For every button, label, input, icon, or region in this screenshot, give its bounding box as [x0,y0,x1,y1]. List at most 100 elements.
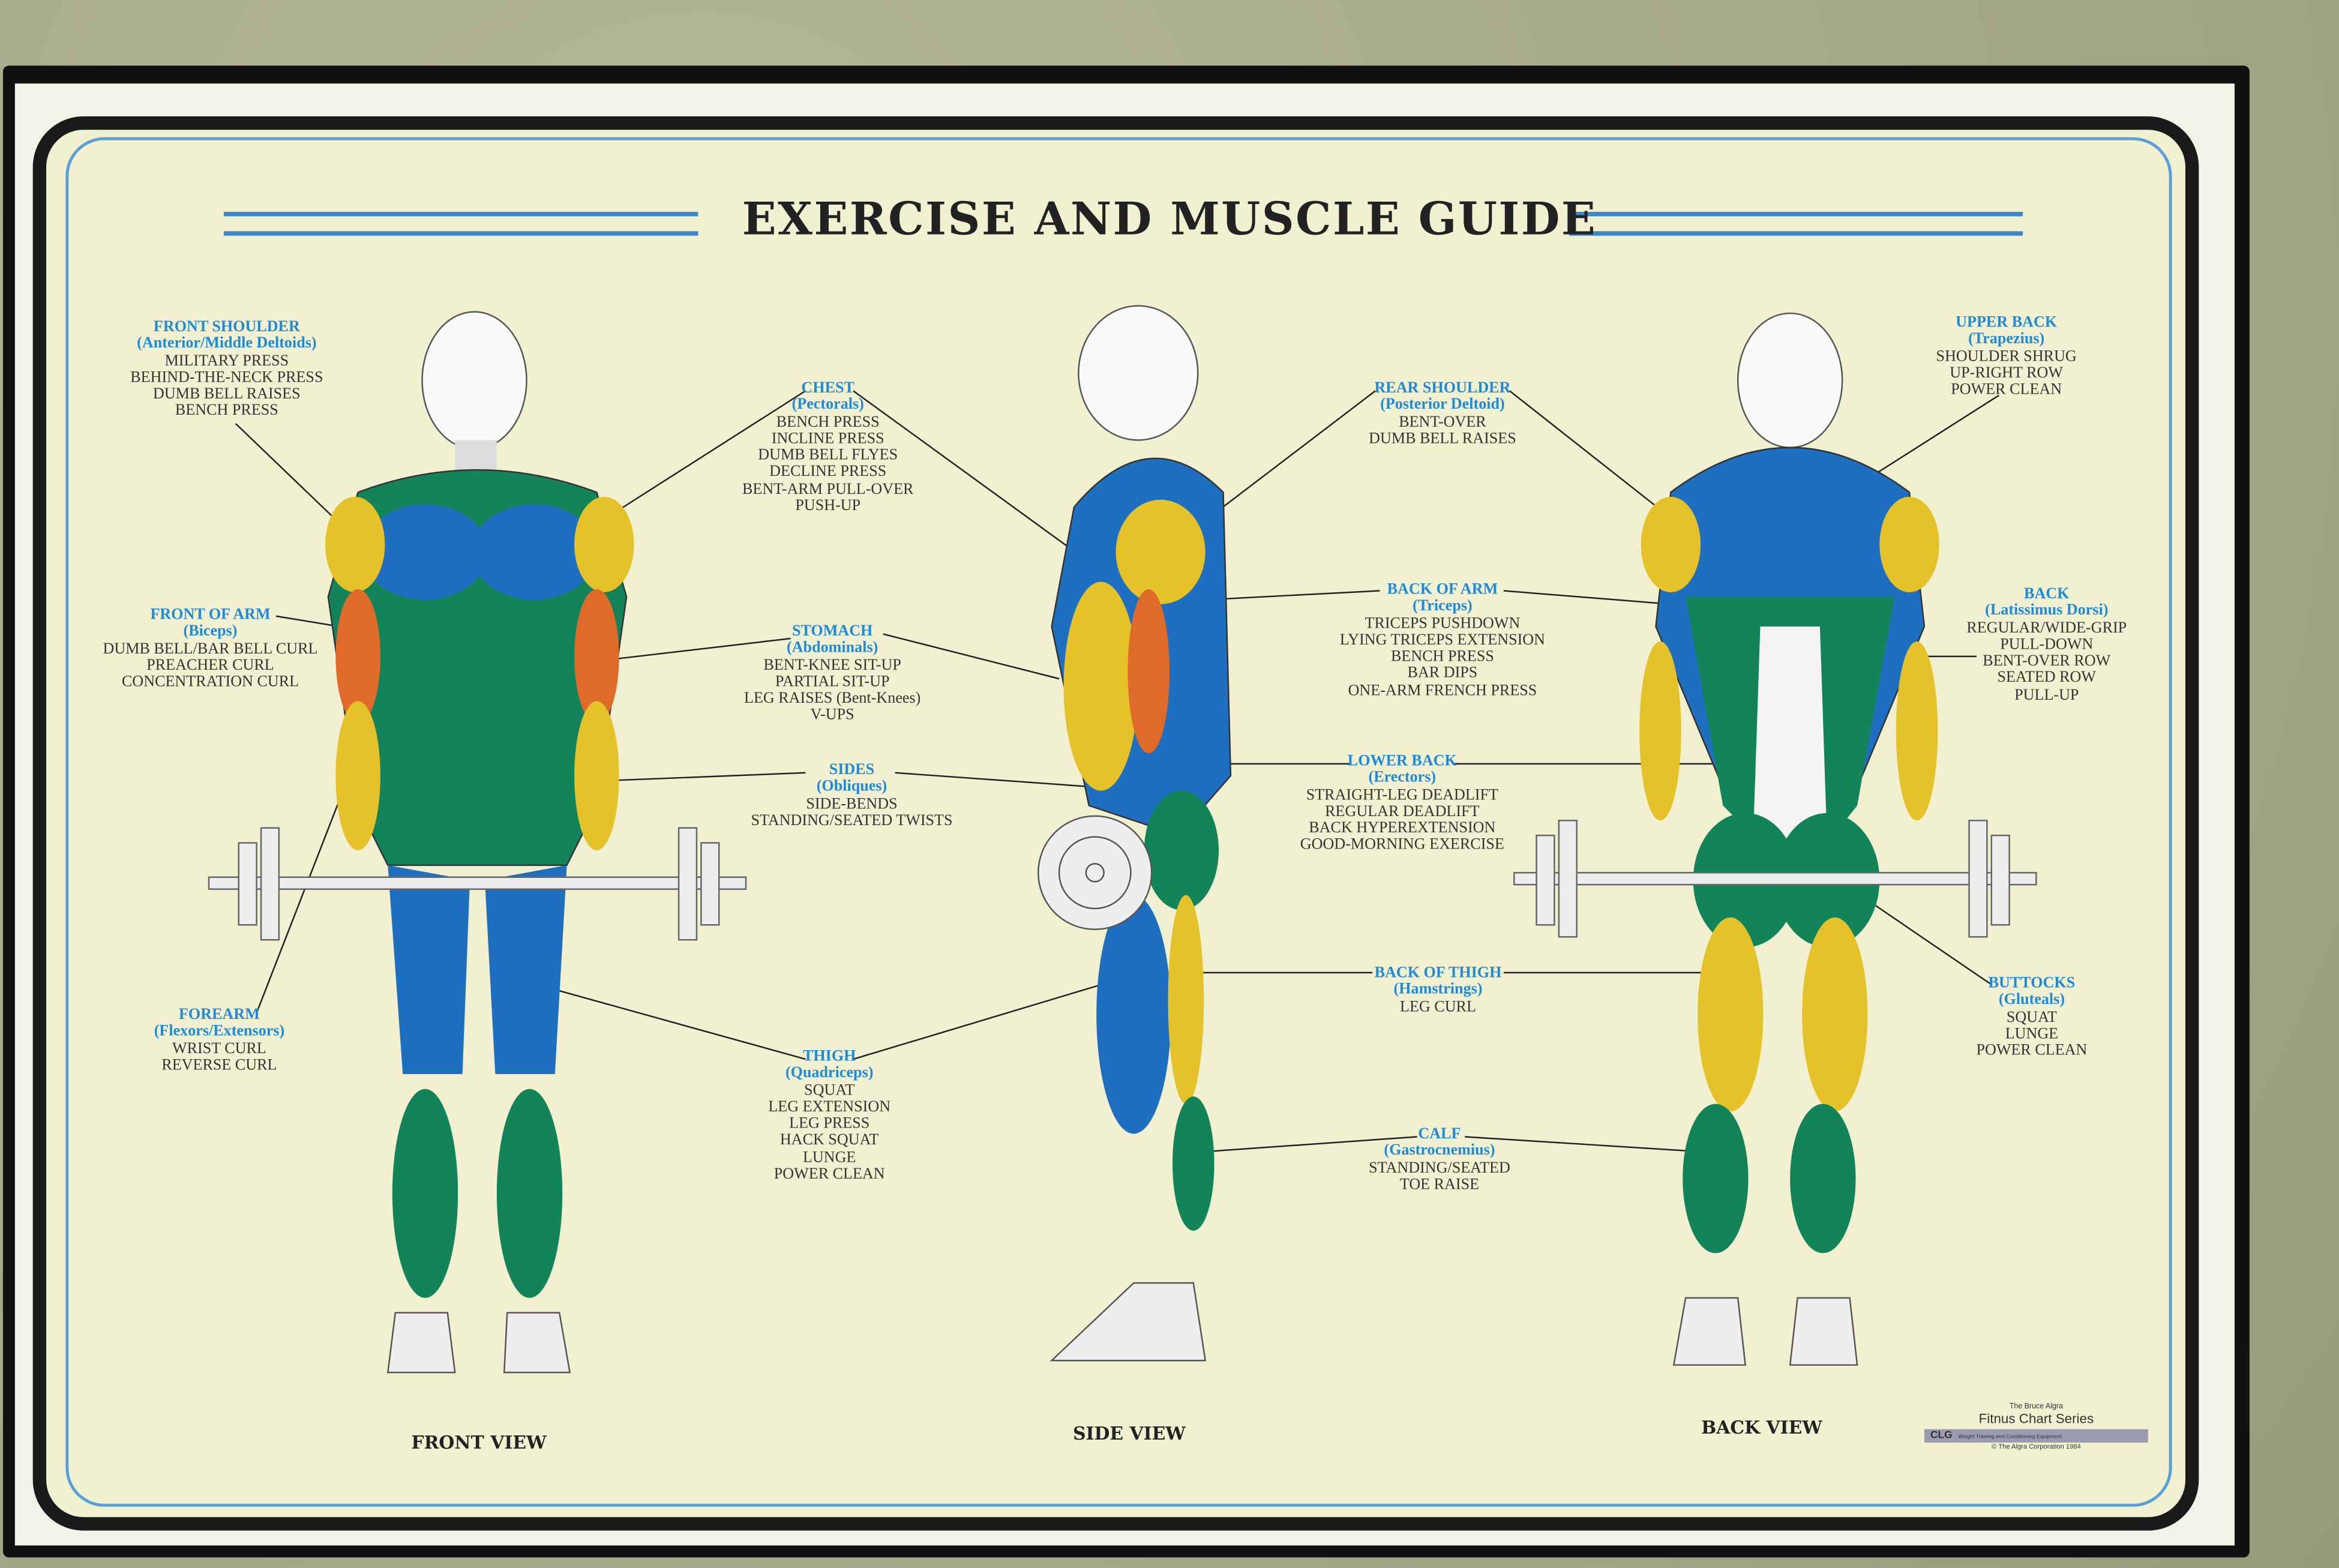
exercise-item: STANDING/SEATED [1369,1160,1510,1177]
muscle-group-name: FOREARM [178,1007,260,1024]
label-back-thigh: BACK OF THIGH(Hamstrings)LEG CURL [1375,965,1502,1015]
exercise-item: SQUAT [804,1082,855,1099]
exercise-item: BENT-KNEE SIT-UP [763,657,901,674]
muscle-group-name: SIDES [829,762,875,779]
exercise-item: SHOULDER SHRUG [1936,348,2077,365]
muscle-group-name: BACK OF THIGH [1374,965,1502,982]
exercise-item: CONCENTRATION CURL [121,674,299,691]
exercise-item: PULL-DOWN [2000,637,2094,653]
title-rule-left [223,212,698,236]
exercise-item: LUNGE [802,1150,856,1167]
muscle-latin-name: (Posterior Deltoid) [1380,397,1505,414]
exercise-item: HACK SQUAT [779,1133,879,1150]
exercise-item: LYING TRICEPS EXTENSION [1339,632,1545,649]
exercise-item: DUMB BELL FLYES [758,448,898,464]
muscle-group-name: THIGH [802,1048,856,1066]
muscle-group-name: REAR SHOULDER [1374,380,1511,397]
exercise-item: DUMB BELL/BAR BELL CURL [103,640,318,658]
muscle-latin-name: (Abdominals) [787,640,878,657]
label-front-arm: FRONT OF ARM(Biceps)DUMB BELL/BAR BELL C… [103,607,318,691]
muscle-latin-name: (Flexors/Extensors) [154,1024,285,1041]
muscle-latin-name: (Obliques) [816,779,887,796]
exercise-item: BENCH PRESS [175,403,278,420]
muscle-latin-name: (Hamstrings) [1393,982,1483,999]
exercise-item: MILITARY PRESS [164,353,289,370]
exercise-item: UP-RIGHT ROW [1950,365,2064,382]
muscle-latin-name: (Quadriceps) [785,1065,874,1083]
label-front-shoulder: FRONT SHOULDER(Anterior/Middle Deltoids)… [130,319,323,421]
exercise-item: WRIST CURL [172,1041,266,1057]
exercise-item: POWER CLEAN [773,1167,885,1183]
poster-title: EXERCISE AND MUSCLE GUIDE [742,194,1597,247]
muscle-group-name: STOMACH [791,623,873,640]
side-view-label: SIDE VIEW [1072,1423,1186,1444]
exercise-item: BENT-OVER ROW [1983,653,2111,670]
muscle-group-name: FRONT OF ARM [150,607,271,624]
front-figure [208,311,747,1374]
back-figure [1513,312,2037,1366]
publisher-copyright: © The Algra Corporation 1984 [1992,1442,2081,1450]
back-view-label: BACK VIEW [1701,1417,1822,1438]
muscle-latin-name: (Triceps) [1413,598,1473,615]
exercise-item: PREACHER CURL [146,658,274,674]
muscle-latin-name: (Anterior/Middle Deltoids) [137,336,317,353]
exercise-item: BEHIND-THE-NECK PRESS [130,370,323,386]
exercise-item: ONE-ARM FRENCH PRESS [1348,683,1537,700]
muscle-group-name: FRONT SHOULDER [153,319,300,336]
exercise-item: STANDING/SEATED TWISTS [751,813,953,829]
poster-inner-border [65,137,2172,1507]
exercise-item: BAR DIPS [1407,665,1478,683]
muscle-latin-name: (Erectors) [1368,770,1437,787]
exercise-item: PARTIAL SIT-UP [775,674,890,691]
muscle-group-name: BUTTOCKS [1988,975,2076,993]
exercise-item: TOE RAISE [1399,1177,1480,1194]
exercise-item: DECLINE PRESS [769,464,887,481]
muscle-latin-name: (Trapezius) [1968,331,2045,348]
exercise-item: LEG EXTENSION [768,1099,891,1116]
muscle-group-name: CALF [1418,1126,1461,1143]
muscle-latin-name: (Gluteals) [1998,992,2065,1009]
exercise-item: TRICEPS PUSHDOWN [1365,615,1521,632]
publisher-line1: The Bruce Algra [2009,1402,2063,1411]
muscle-latin-name: (Biceps) [183,623,238,641]
exercise-item: POWER CLEAN [1951,382,2062,399]
muscle-group-name: UPPER BACK [1956,314,2058,331]
exercise-item: LEG PRESS [789,1116,870,1133]
exercise-item: INCLINE PRESS [771,431,884,448]
exercise-item: LUNGE [2005,1026,2059,1043]
publisher-block: The Bruce Algra Fitnus Chart Series CLG … [1924,1402,2148,1450]
exercise-item: REVERSE CURL [161,1057,277,1074]
muscle-group-name: LOWER BACK [1347,753,1457,770]
exercise-item: BENT-ARM PULL-OVER [742,481,914,498]
label-lower-back: LOWER BACK(Erectors)STRAIGHT-LEG DEADLIF… [1300,753,1504,855]
exercise-item: BACK HYPEREXTENSION [1309,820,1496,838]
exercise-item: BENT-OVER [1399,414,1486,431]
muscle-latin-name: (Gastrocnemius) [1384,1143,1495,1160]
exercise-item: POWER CLEAN [1976,1043,2088,1060]
exercise-item: PULL-UP [2014,687,2079,704]
exercise-item: V-UPS [810,707,854,724]
leader-lines [235,390,1999,1153]
exercise-item: LEG CURL [1400,999,1476,1015]
publisher-code: CLG [1930,1431,1953,1441]
muscle-group-name: BACK OF ARM [1387,581,1498,598]
muscle-group-name: BACK [2024,586,2070,603]
exercise-item: REGULAR DEADLIFT [1325,804,1480,821]
title-rule-right [1569,212,2023,236]
side-figure [1037,305,1232,1362]
exercise-item: LEG RAISES (Bent-Knees) [744,691,921,707]
publisher-series: Fitnus Chart Series [1978,1411,2094,1426]
publisher-desc: Weight Training and Conditioning Equipme… [1958,1432,2062,1439]
muscle-group-name: CHEST [801,380,854,397]
